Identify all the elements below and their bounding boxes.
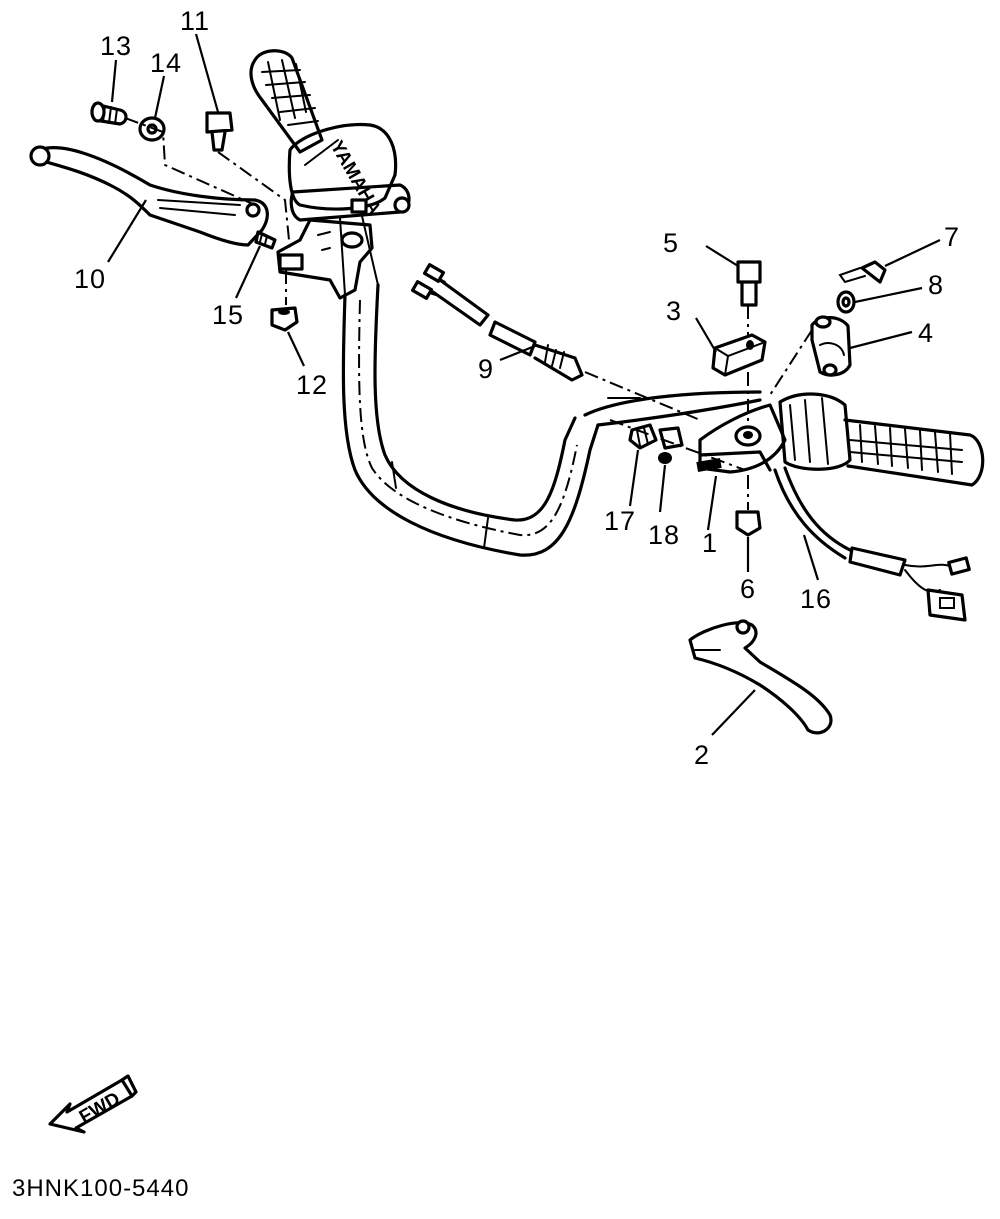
part-4-clamp <box>769 315 852 396</box>
diagram-code: 3HNK100-5440 <box>12 1175 189 1202</box>
handlebar <box>339 215 762 557</box>
label-2: 2 <box>694 740 710 770</box>
left-switch-housing: YAMAHA <box>287 122 411 222</box>
part-9-switch-harness <box>410 263 701 421</box>
label-6: 6 <box>740 574 756 604</box>
label-16: 16 <box>800 584 832 614</box>
part-5-bolt <box>736 260 762 425</box>
label-17: 17 <box>604 506 636 536</box>
label-11: 11 <box>180 6 210 36</box>
part-6-nut <box>735 475 762 537</box>
label-9: 9 <box>478 354 494 384</box>
part-10-clutch-lever <box>29 145 269 247</box>
part-18-collar <box>609 419 746 471</box>
label-5: 5 <box>663 228 679 258</box>
leader-lines <box>107 33 941 736</box>
label-8: 8 <box>928 270 944 300</box>
part-16-harness <box>773 466 971 622</box>
label-12: 12 <box>296 370 328 400</box>
label-14: 14 <box>150 48 182 78</box>
part-12-nut <box>270 306 299 332</box>
left-lever-holder <box>276 218 374 300</box>
label-18: 18 <box>648 520 680 550</box>
label-13: 13 <box>100 31 132 61</box>
part-11-pivot-bolt <box>205 111 234 152</box>
part-13-adjuster-bolt <box>90 101 128 126</box>
label-4: 4 <box>918 318 934 348</box>
label-3: 3 <box>666 296 682 326</box>
part-2-brake-lever <box>688 619 833 735</box>
part-17-nut <box>628 423 658 450</box>
left-grip <box>249 49 324 154</box>
label-1: 1 <box>702 528 718 558</box>
label-15: 15 <box>212 300 244 330</box>
right-lever-holder <box>696 403 787 474</box>
part-8-washer <box>836 290 856 314</box>
part-3-switch <box>711 333 767 377</box>
part-number-labels: 13 14 11 10 15 12 9 3 5 7 8 4 17 18 1 6 … <box>74 6 960 770</box>
label-10: 10 <box>74 264 106 294</box>
fwd-arrow: FWD <box>48 1074 138 1134</box>
left-assembly-lines <box>124 117 291 305</box>
right-grip <box>778 392 985 487</box>
label-7: 7 <box>944 222 960 252</box>
part-7-screw <box>838 260 887 284</box>
part-15-collar <box>254 230 277 250</box>
